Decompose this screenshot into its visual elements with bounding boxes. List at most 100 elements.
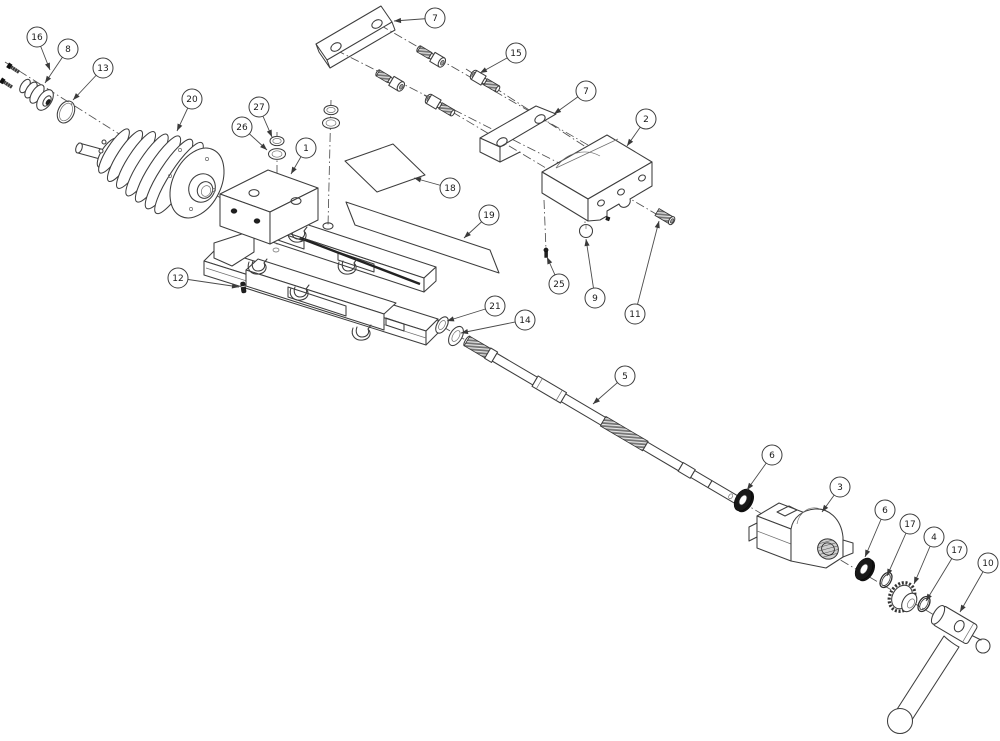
callout-3-arrowhead xyxy=(822,504,829,512)
part-27-ring xyxy=(269,135,285,147)
callout-leader-lines xyxy=(36,17,989,613)
callout-7-balloon xyxy=(575,80,597,102)
callout-5-arrowhead xyxy=(593,397,600,404)
callout-16-balloon xyxy=(26,26,48,48)
callout-6-arrowhead xyxy=(747,482,754,490)
callout-19-balloon xyxy=(478,204,500,226)
part-1-fixed-jaw xyxy=(219,169,319,245)
callout-1-number: 1 xyxy=(303,144,309,154)
callout-26-number: 26 xyxy=(236,123,248,133)
callout-15-number: 15 xyxy=(510,49,521,59)
callout-11-arrowhead xyxy=(654,221,660,229)
part-16-screws xyxy=(0,62,21,90)
callout-12-number: 12 xyxy=(172,274,183,284)
callout-25-number: 25 xyxy=(553,280,564,290)
part-13-oring xyxy=(56,100,76,124)
callout-11-leader xyxy=(634,220,660,315)
part-5-lead-screw xyxy=(463,335,746,508)
callout-15-arrowhead xyxy=(480,67,488,73)
callout-8-balloon xyxy=(57,38,79,60)
callout-7-number: 7 xyxy=(583,87,589,97)
callout-1-balloon xyxy=(295,137,317,159)
callout-4-balloon xyxy=(923,526,945,548)
callout-6-arrowhead xyxy=(865,549,871,557)
callout-25-balloon xyxy=(548,273,570,295)
callout-6-balloon xyxy=(874,499,896,521)
callout-17-number: 17 xyxy=(951,546,962,556)
callout-21-number: 21 xyxy=(489,302,500,312)
callout-13-arrowhead xyxy=(73,93,80,100)
callout-7-arrowhead xyxy=(554,107,562,114)
part-3-nut-bracket xyxy=(748,502,854,569)
screw-shcs-3 xyxy=(423,92,458,119)
screw-shcs-1 xyxy=(414,43,448,69)
callout-13-number: 13 xyxy=(97,64,108,74)
part-2-movable-jaw xyxy=(541,134,653,222)
callout-26-balloon xyxy=(231,116,253,138)
callout-27-arrowhead xyxy=(266,129,272,137)
callout-balloons: 1681320715722726118191225911211456361741… xyxy=(26,7,999,574)
callout-8-number: 8 xyxy=(65,45,71,55)
callout-8-arrowhead xyxy=(45,75,52,83)
callout-27-balloon xyxy=(248,96,270,118)
callout-14-leader xyxy=(460,319,526,334)
callout-27-number: 27 xyxy=(253,103,264,113)
callout-6-number: 6 xyxy=(882,506,888,516)
part-19-plate xyxy=(345,201,500,274)
callout-18-arrowhead xyxy=(414,177,422,183)
part-7-jaw-plate-right xyxy=(479,105,557,163)
callout-18-balloon xyxy=(439,177,461,199)
callout-11-number: 11 xyxy=(629,310,640,320)
callout-1-arrowhead xyxy=(291,166,297,174)
callout-12-arrowhead xyxy=(231,283,239,289)
screw-shcs-2 xyxy=(373,67,407,93)
part-9-ball xyxy=(578,223,594,239)
callout-7-balloon xyxy=(424,7,446,29)
part-4-knurled-nut xyxy=(887,581,918,613)
callout-16-number: 16 xyxy=(31,33,43,43)
callout-6-balloon xyxy=(761,444,783,466)
part-6-thrust-washer-left xyxy=(733,488,755,513)
callout-2-arrowhead xyxy=(627,138,634,146)
callout-25-arrowhead xyxy=(547,257,553,265)
callout-16-arrowhead xyxy=(45,62,50,70)
part-20-booster-cylinder xyxy=(75,128,225,219)
callout-5-balloon xyxy=(614,365,636,387)
callout-4-arrowhead xyxy=(914,576,920,584)
callout-20-arrowhead xyxy=(177,123,183,131)
part-6-thrust-washer-right xyxy=(854,557,876,582)
part-21-washer xyxy=(435,316,449,334)
callout-19-arrowhead xyxy=(464,231,471,238)
part-14-washer xyxy=(448,325,464,347)
part-18-plate xyxy=(344,143,426,193)
callout-19-number: 19 xyxy=(483,211,495,221)
part-26-ring xyxy=(267,148,287,160)
callout-17-balloon xyxy=(946,539,968,561)
callout-9-number: 9 xyxy=(592,294,598,304)
part-17-oring-left xyxy=(879,571,893,589)
part-15-screw xyxy=(468,68,503,95)
callout-3-number: 3 xyxy=(837,483,843,493)
callout-18-number: 18 xyxy=(444,184,456,194)
callout-17-arrowhead xyxy=(887,568,893,576)
part-8-bushing xyxy=(19,78,54,111)
callout-6-number: 6 xyxy=(769,451,775,461)
callout-17-arrowhead xyxy=(926,593,932,601)
callout-2-number: 2 xyxy=(643,115,649,125)
callout-10-arrowhead xyxy=(960,604,966,612)
callout-17-number: 17 xyxy=(904,520,915,530)
callout-14-arrowhead xyxy=(461,329,469,335)
callout-12-balloon xyxy=(167,267,189,289)
callout-14-balloon xyxy=(514,309,536,331)
callout-10-balloon xyxy=(977,552,999,574)
part-7-jaw-plate-top xyxy=(315,5,396,69)
callout-7-arrowhead xyxy=(394,17,402,24)
callout-17-balloon xyxy=(899,513,921,535)
callout-14-number: 14 xyxy=(519,316,531,326)
callout-2-balloon xyxy=(635,108,657,130)
callout-7-number: 7 xyxy=(432,14,438,24)
callout-10-number: 10 xyxy=(982,559,994,569)
callout-9-balloon xyxy=(584,287,606,309)
callout-20-balloon xyxy=(181,88,203,110)
